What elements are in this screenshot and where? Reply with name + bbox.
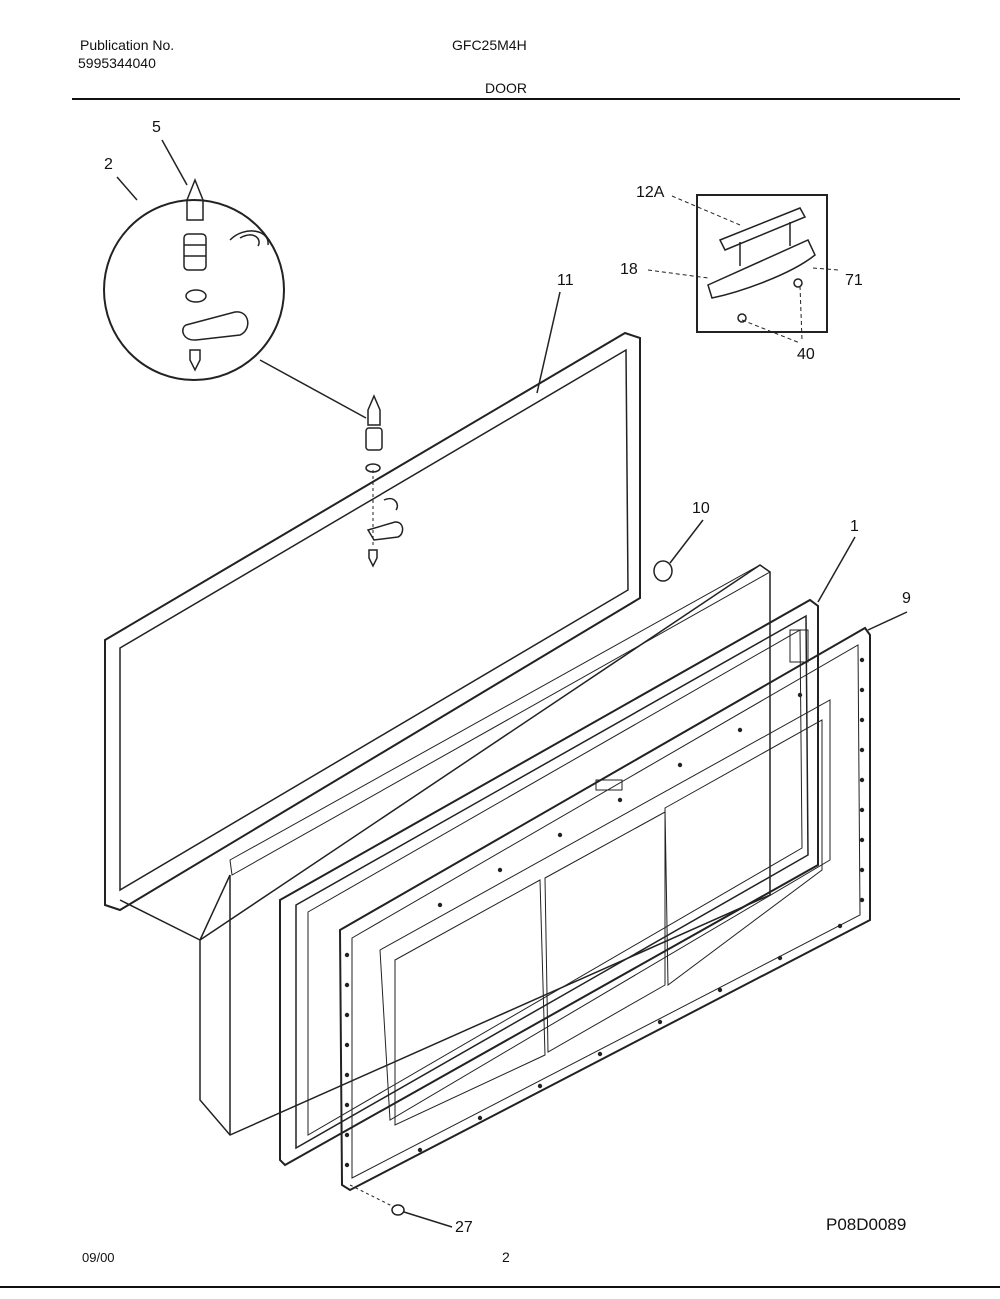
door-insulation-panel	[199, 564, 771, 1136]
door-bumper	[653, 560, 673, 582]
footer-rule	[0, 1286, 1000, 1288]
liner-screws	[344, 657, 865, 1168]
callout-18: 18	[620, 261, 638, 278]
callout-11: 11	[557, 272, 574, 289]
leader-5	[161, 139, 188, 186]
leader-10	[669, 519, 704, 564]
leader-1	[817, 536, 856, 603]
callout-40: 40	[797, 346, 815, 363]
model-number: GFC25M4H	[452, 37, 527, 53]
leader-2	[116, 176, 138, 201]
drawing-code: P08D0089	[826, 1215, 907, 1234]
callout-2: 2	[104, 156, 113, 173]
header-rule	[72, 98, 960, 100]
callout-9: 9	[902, 590, 911, 607]
door-gasket	[279, 598, 819, 1167]
leader-panel-connection	[119, 899, 201, 941]
hinge-detail-callout	[103, 177, 285, 381]
page-number: 2	[502, 1249, 510, 1265]
liner-screw-item	[349, 1184, 405, 1216]
inner-door-liner	[338, 626, 871, 1192]
callout-12a: 12A	[636, 184, 665, 201]
outer-door-panel	[104, 331, 641, 912]
callout-1: 1	[850, 518, 859, 535]
callout-10: 10	[692, 500, 710, 517]
section-title: DOOR	[485, 80, 527, 96]
publication-number: 5995344040	[78, 55, 156, 71]
publication-label: Publication No.	[80, 37, 175, 53]
leader-11	[536, 291, 561, 394]
revision-date: 09/00	[82, 1250, 115, 1265]
leader-9	[867, 611, 908, 631]
callout-27: 27	[455, 1219, 473, 1236]
handle-detail-box	[696, 194, 828, 333]
leader-27	[403, 1211, 453, 1228]
callout-71: 71	[845, 272, 863, 289]
leader-hinge-detail	[259, 359, 367, 419]
callout-5: 5	[152, 119, 161, 136]
hinge-parts-exploded	[365, 394, 404, 568]
